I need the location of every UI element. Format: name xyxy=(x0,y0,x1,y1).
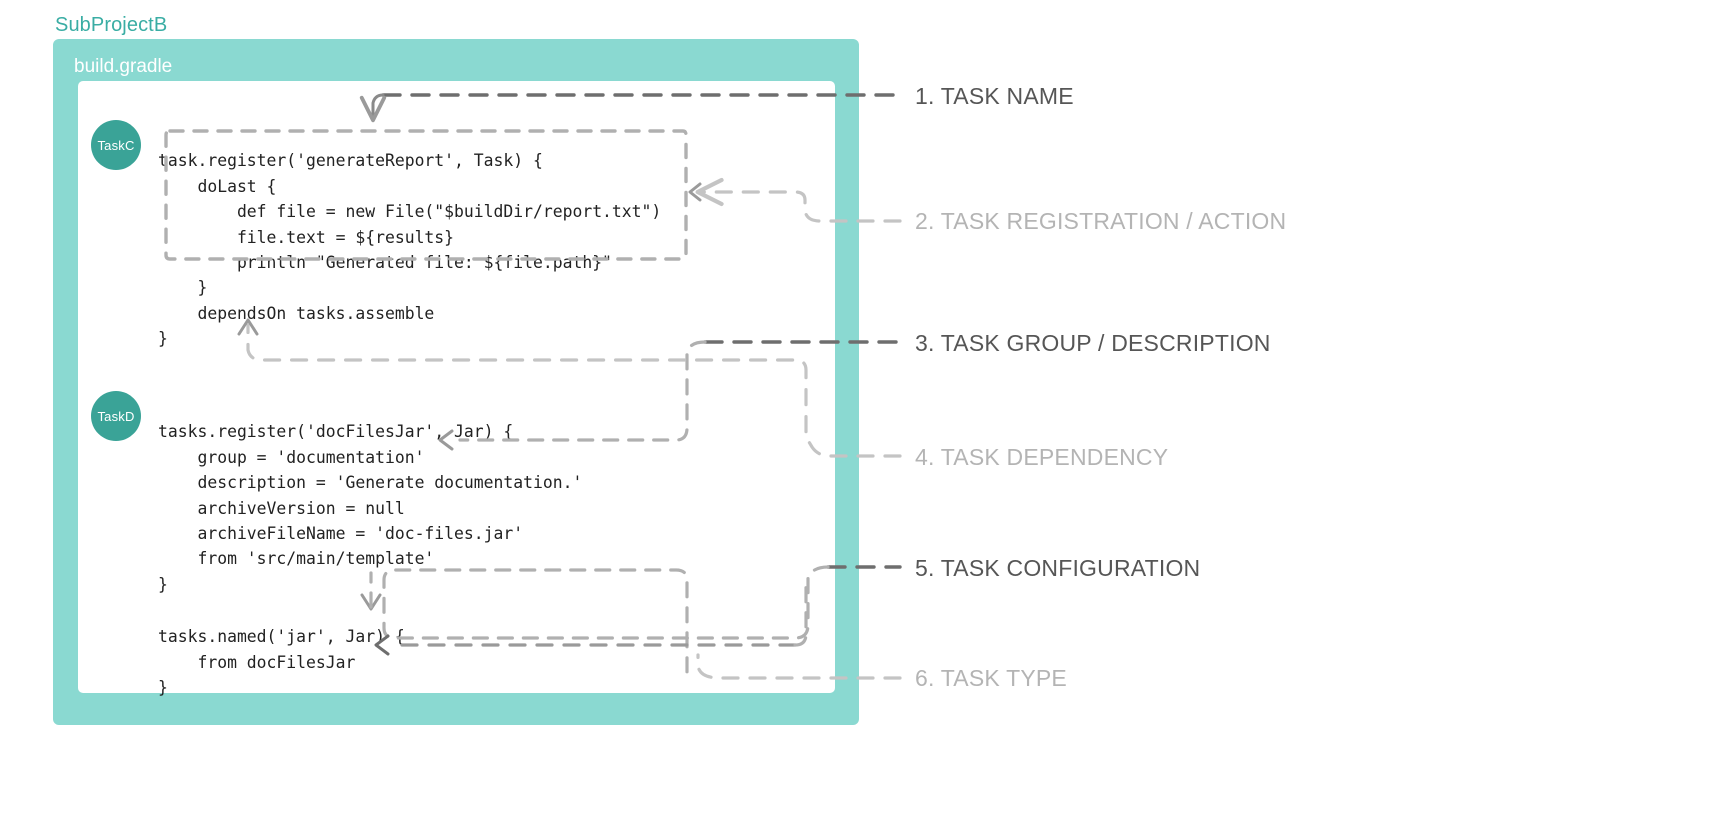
task-badge-label: TaskD xyxy=(97,408,135,424)
annotation-label-5: 5. TASK CONFIGURATION xyxy=(915,555,1201,581)
task-badge-taskd: TaskD xyxy=(91,391,141,441)
subproject-title: SubProjectB xyxy=(55,14,168,36)
annotation-label-4: 4. TASK DEPENDENCY xyxy=(915,444,1169,470)
code-block-generate-report: task.register('generateReport', Task) { … xyxy=(158,151,662,349)
annotation-label-1: 1. TASK NAME xyxy=(915,83,1074,109)
code-block-doc-files-jar: tasks.register('docFilesJar', Jar) { gro… xyxy=(158,422,583,594)
task-badge-label: TaskC xyxy=(97,137,135,153)
build-gradle-filename: build.gradle xyxy=(74,56,173,77)
annotation-label-2: 2. TASK REGISTRATION / ACTION xyxy=(915,208,1287,234)
annotation-label-6: 6. TASK TYPE xyxy=(915,665,1067,691)
annotation-label-3: 3. TASK GROUP / DESCRIPTION xyxy=(915,330,1271,356)
code-block-jar-named: tasks.named('jar', Jar) { from docFilesJ… xyxy=(158,627,405,698)
task-badge-taskc: TaskC xyxy=(91,120,141,170)
